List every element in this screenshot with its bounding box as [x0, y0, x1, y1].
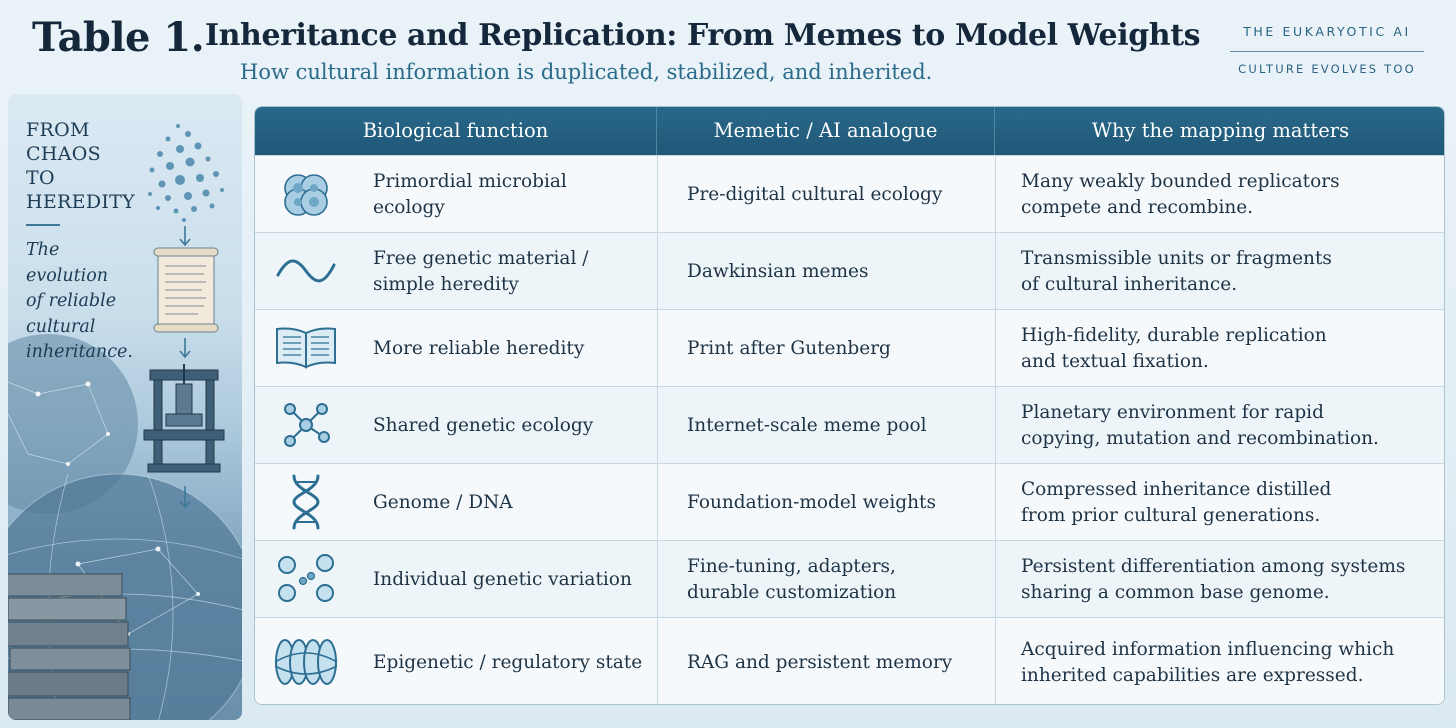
- table-row: More reliable heredity Print after Guten…: [255, 309, 1444, 386]
- sidebar-heading-line: FROM: [26, 119, 90, 141]
- flow-arrows: [179, 226, 191, 509]
- cell-why: Planetary environment for rapid copying,…: [1021, 401, 1379, 449]
- network-node-icon: [271, 395, 341, 455]
- cell-biological: Shared genetic ecology: [373, 414, 594, 436]
- cell-biological: Epigenetic / regulatory state: [373, 651, 643, 673]
- table-row: Primordial microbial ecology Pre-digital…: [255, 155, 1444, 232]
- sidebar-divider: [26, 224, 60, 226]
- printing-press-illustration: [143, 364, 225, 473]
- sidebar-caption-line: cultural: [26, 316, 96, 337]
- cell-biological: Genome / DNA: [373, 491, 513, 513]
- sidebar-illustration: [8, 124, 242, 720]
- sidebar-caption-line: inheritance.: [26, 342, 133, 362]
- cell-why: Compressed inheritance distilled from pr…: [1021, 478, 1332, 526]
- mapping-table: Biological function Memetic / AI analogu…: [254, 106, 1445, 705]
- table-label: Table 1.: [32, 14, 205, 61]
- table-header: Biological function Memetic / AI analogu…: [255, 107, 1444, 155]
- cell-why: Persistent differentiation among systems…: [1021, 555, 1406, 603]
- chromatin-icon: [271, 632, 341, 692]
- cell-why: Transmissible units or fragments of cult…: [1021, 247, 1332, 295]
- cell-analogue: Dawkinsian memes: [687, 260, 869, 282]
- sidebar-heading-line: CHAOS: [26, 143, 101, 165]
- column-divider: [995, 155, 996, 704]
- column-divider: [657, 155, 658, 704]
- page-title: Inheritance and Replication: From Memes …: [205, 18, 1201, 53]
- cell-analogue: Print after Gutenberg: [687, 337, 891, 359]
- table-row: Individual genetic variation Fine-tuning…: [255, 540, 1444, 617]
- brand-name: THE EUKARYOTIC AI: [1230, 24, 1424, 52]
- sidebar-heading-line: TO: [26, 167, 55, 189]
- cell-biological: Primordial microbial ecology: [373, 170, 567, 218]
- cell-cluster-icon: [271, 164, 341, 224]
- column-header-biological: Biological function: [255, 107, 657, 155]
- variation-dots-icon: [271, 549, 341, 609]
- cell-analogue: RAG and persistent memory: [687, 651, 953, 673]
- cell-analogue: Fine-tuning, adapters, durable customiza…: [687, 555, 897, 603]
- particle-cloud-illustration: [148, 124, 224, 222]
- cell-why: Acquired information influencing which i…: [1021, 638, 1395, 686]
- dna-helix-icon: [271, 472, 341, 532]
- table-row: Shared genetic ecology Internet-scale me…: [255, 386, 1444, 463]
- sidebar-caption-line: The evolution: [26, 240, 109, 286]
- books-stack-illustration: [8, 573, 131, 720]
- cell-analogue: Pre-digital cultural ecology: [687, 183, 943, 205]
- sidebar-caption: The evolution of reliable cultural inher…: [26, 238, 146, 366]
- sidebar-heading-line: HEREDITY: [26, 191, 135, 213]
- cell-analogue: Internet-scale meme pool: [687, 414, 927, 436]
- cell-biological: More reliable heredity: [373, 337, 585, 359]
- page-subtitle: How cultural information is duplicated, …: [240, 60, 933, 84]
- table-row: Genome / DNA Foundation-model weights Co…: [255, 463, 1444, 540]
- brand-block: THE EUKARYOTIC AI CULTURE EVOLVES TOO: [1230, 24, 1424, 76]
- sidebar-heading: FROM CHAOS TO HEREDITY: [26, 118, 146, 214]
- table-row: Epigenetic / regulatory state RAG and pe…: [255, 617, 1444, 704]
- table-row: Free genetic material / simple heredity …: [255, 232, 1444, 309]
- column-header-why: Why the mapping matters: [1091, 119, 1350, 142]
- cell-why: High-fidelity, durable replication and t…: [1021, 324, 1327, 372]
- wave-strand-icon: [271, 241, 341, 301]
- sidebar-panel: FROM CHAOS TO HEREDITY The evolution of …: [8, 94, 242, 720]
- scroll-illustration: [153, 247, 219, 333]
- cell-analogue: Foundation-model weights: [687, 491, 936, 513]
- sidebar-caption-line: of reliable: [26, 291, 117, 311]
- cell-biological: Individual genetic variation: [373, 568, 632, 590]
- cell-biological: Free genetic material / simple heredity: [373, 247, 589, 295]
- column-header-analogue: Memetic / AI analogue: [657, 107, 995, 155]
- cell-why: Many weakly bounded replicators compete …: [1021, 170, 1340, 218]
- brand-tagline: CULTURE EVOLVES TOO: [1238, 62, 1416, 76]
- open-book-icon: [271, 318, 341, 378]
